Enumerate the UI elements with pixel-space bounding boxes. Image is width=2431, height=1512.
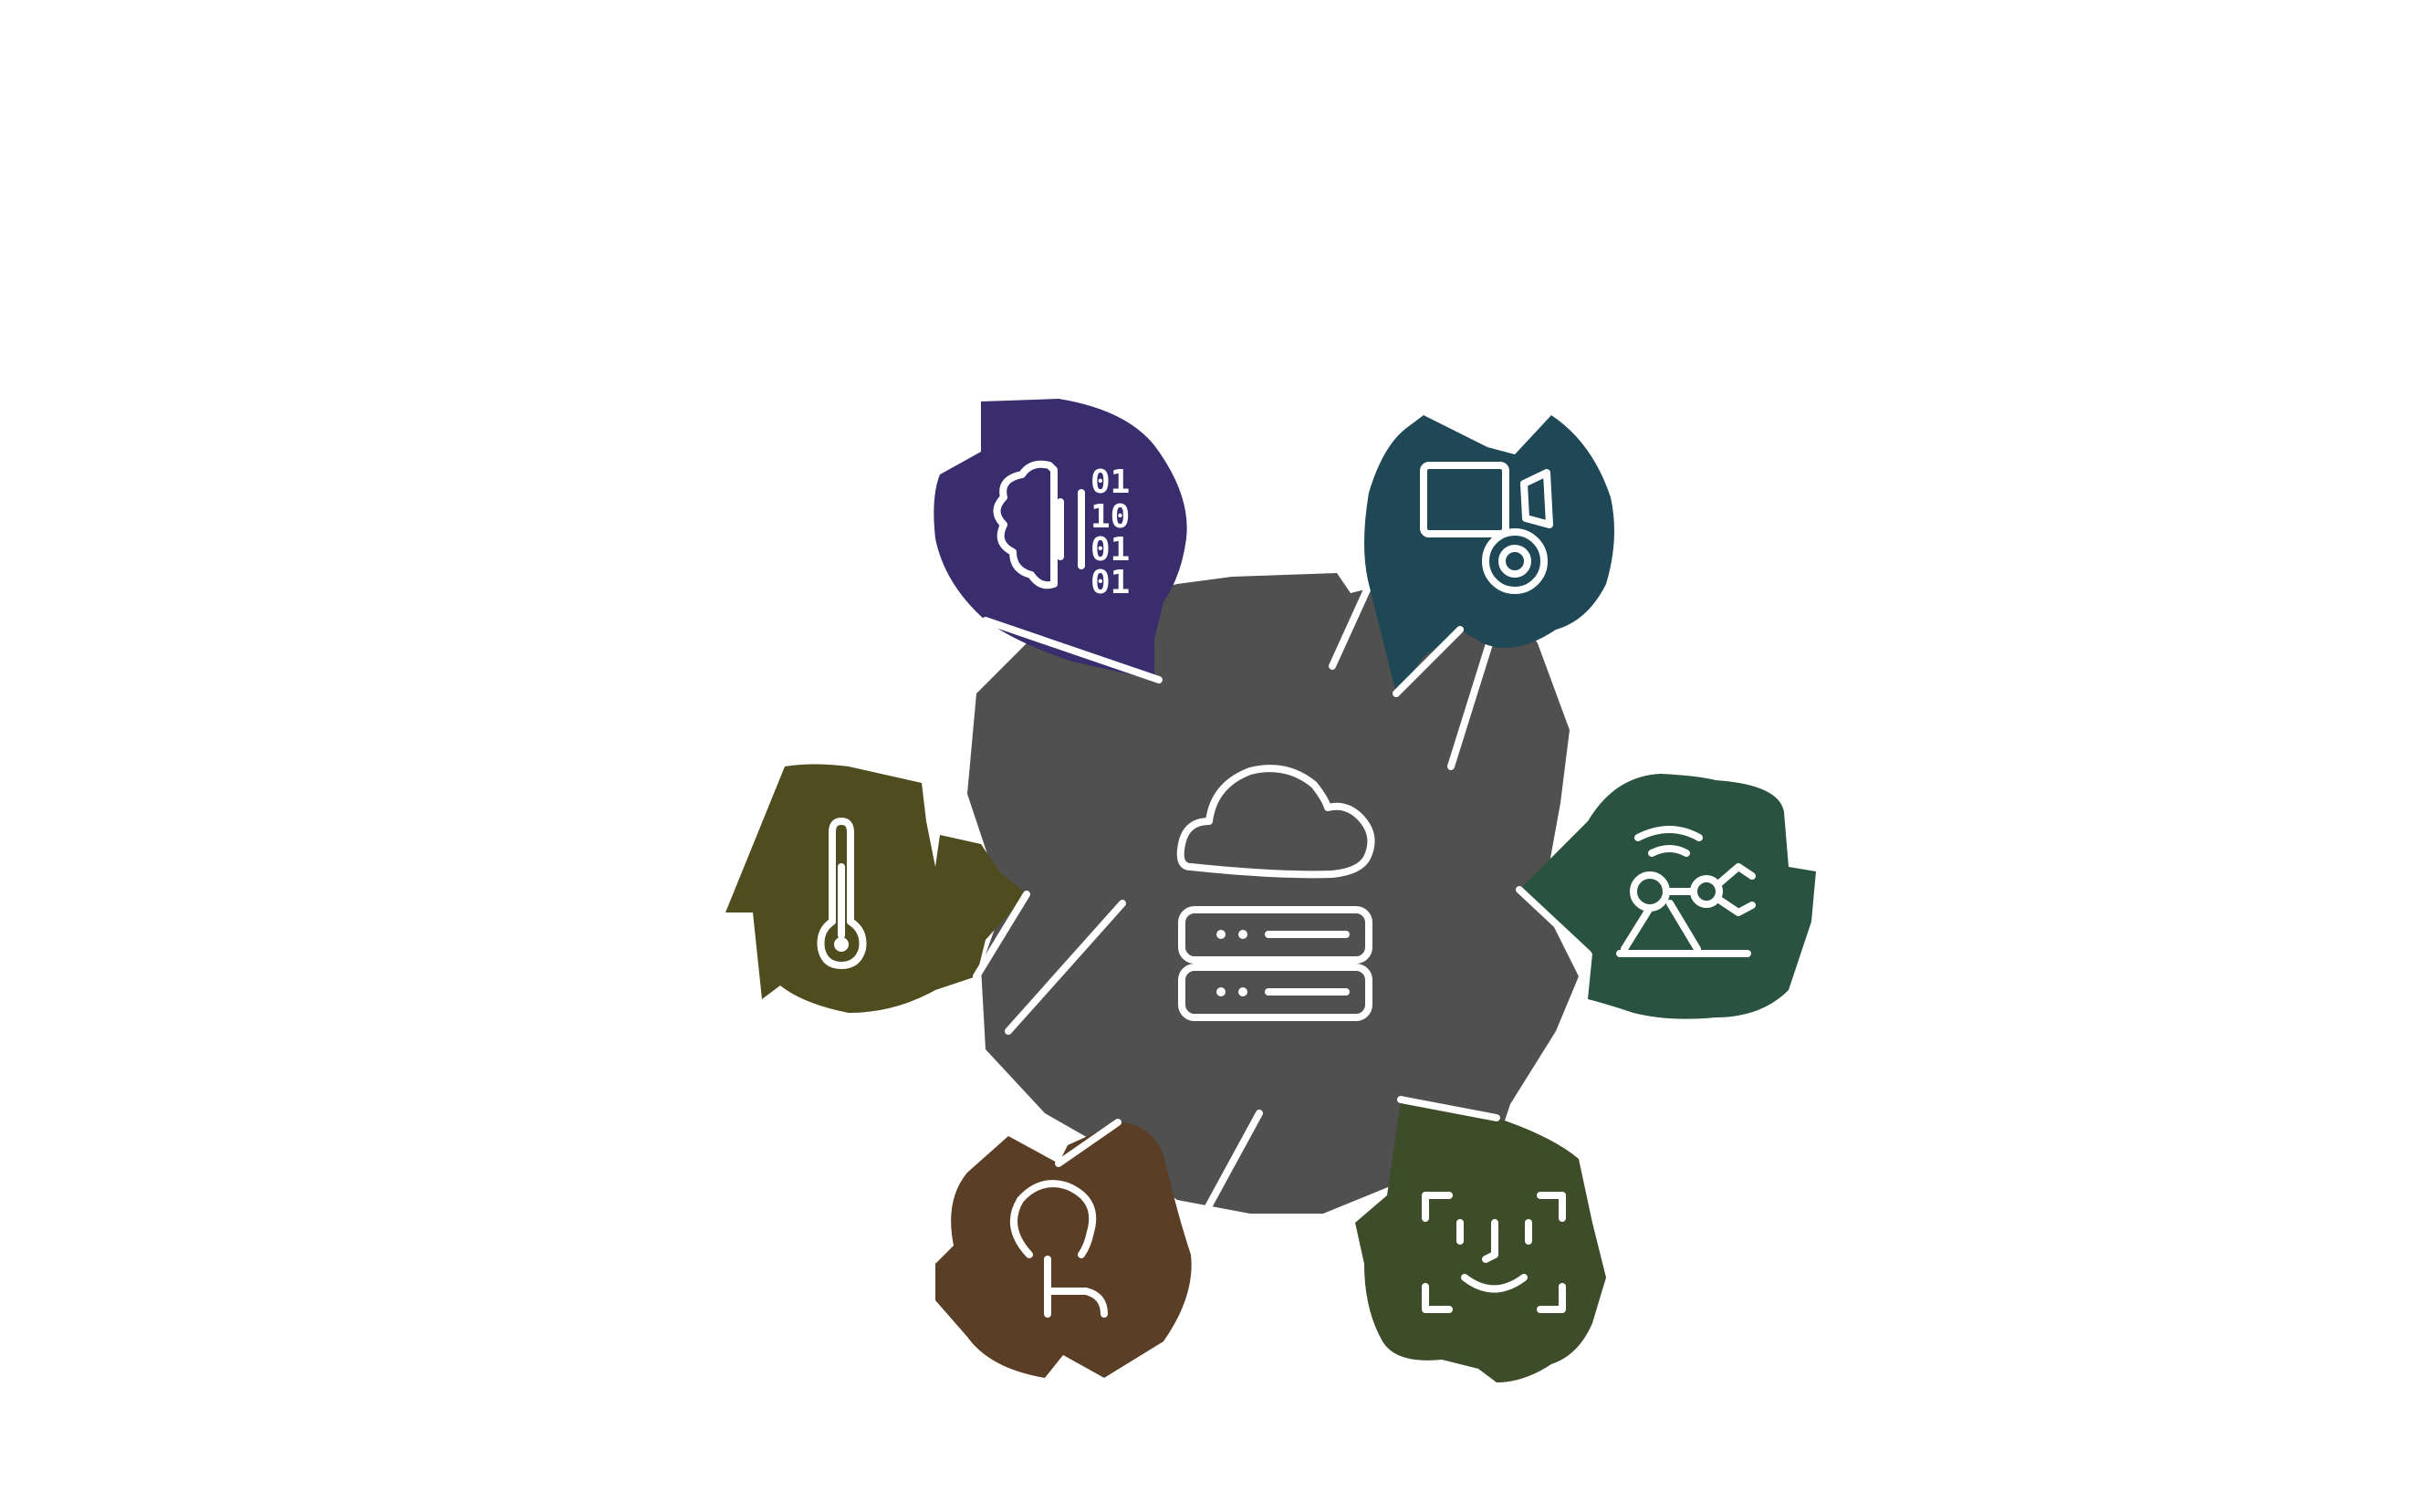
node-temperature-sensor: [725, 764, 1027, 1013]
node-robotics: [1519, 774, 1816, 1019]
node-temperature-sensor-blob: [725, 764, 1027, 1013]
bits-row-3: 01: [1090, 531, 1130, 568]
camera-video-icon: [1420, 462, 1553, 594]
bits-row-4: 01: [1090, 564, 1130, 601]
node-machine-learning: 01 10 01 01: [934, 399, 1187, 680]
node-touch-blob: [935, 1122, 1192, 1378]
brain-binary-icon: 01 10 01 01: [993, 460, 1130, 601]
face-scan-icon: [1422, 1192, 1566, 1313]
bits-row-1: 01: [1090, 464, 1130, 501]
hub-hexagon: [967, 573, 1579, 1214]
node-computer-vision: [1364, 415, 1614, 693]
bits-row-2: 10: [1090, 498, 1130, 536]
thermometer-icon: [817, 818, 867, 969]
hub-node: [967, 562, 1579, 1217]
touch-tap-icon: [1010, 1180, 1108, 1318]
robot-arm-wifi-icon: [1616, 826, 1756, 957]
node-touch: [935, 1122, 1192, 1378]
node-biometrics: [1355, 1100, 1606, 1382]
cloud-server-icon: [1176, 765, 1375, 1021]
